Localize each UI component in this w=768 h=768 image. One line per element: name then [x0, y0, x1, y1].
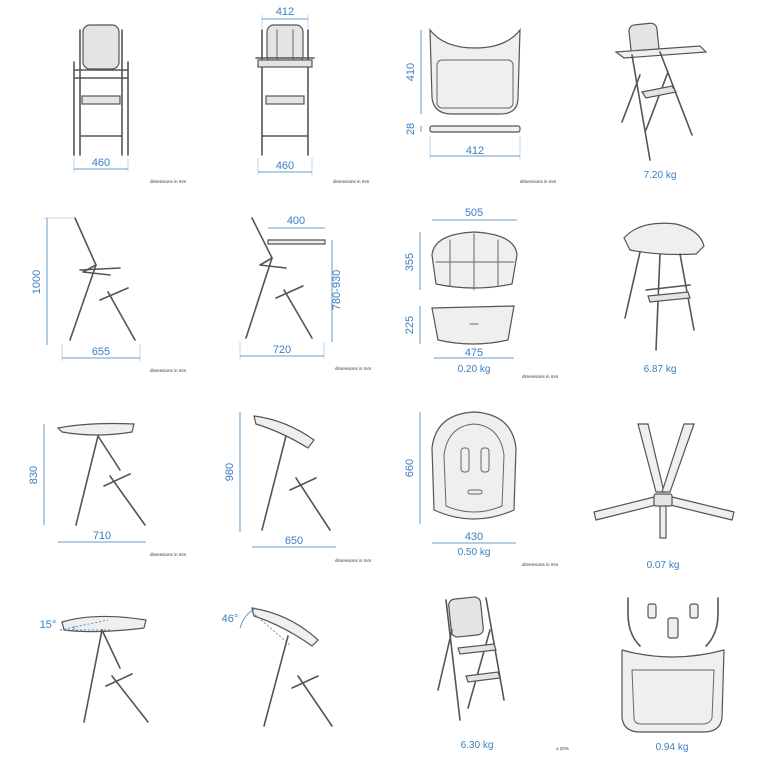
newborn-high-depth: 650: [285, 535, 303, 547]
newborn-high-dimensions: 980 650: [224, 412, 336, 548]
cushion-set: [431, 231, 518, 345]
front-tray-width: 412: [276, 6, 294, 18]
recline-low-view: [61, 615, 149, 723]
newborn-low-dimensions: 830 710: [28, 424, 146, 543]
front-chair-tray-width: 460: [276, 160, 294, 172]
tray-top-view: [429, 28, 521, 133]
recline-low-angle: 15°: [40, 619, 110, 631]
cushion-top-height: 355: [404, 253, 416, 271]
units-note-4: dimensions in mm: [150, 368, 187, 373]
newborn-insert: [253, 415, 315, 449]
side-tray-depth: 720: [273, 344, 291, 356]
cushion-bottom-width: 475: [465, 347, 483, 359]
insert-weight: 0.50 kg: [458, 547, 491, 558]
tray-height-range: 780-930: [331, 270, 343, 310]
foot-rest: [265, 95, 305, 105]
newborn-insert: [623, 222, 705, 256]
units-note-1: dimensions in mm: [150, 179, 187, 184]
insert-dimensions: 660 430: [404, 412, 516, 544]
iso-tray-weight: 7.20 kg: [644, 170, 677, 181]
cushion-weight: 0.20 kg: [458, 364, 491, 375]
tray-parts-weight: 0.94 kg: [656, 742, 689, 753]
iso-chair-weight: 6.30 kg: [461, 740, 494, 751]
tray-height: 410: [405, 63, 417, 81]
insert-width: 430: [465, 531, 483, 543]
newborn-low-height: 830: [28, 466, 40, 484]
front-chair-dimension: 460: [73, 157, 129, 172]
side-tray-dimensions: 400 780-930 720: [239, 215, 343, 359]
iso-newborn-weight: 6.87 kg: [644, 364, 677, 375]
cushion-dimensions: 505 355 225 475: [404, 207, 517, 359]
tray-width: 412: [466, 145, 484, 157]
newborn-low-depth: 710: [93, 530, 111, 542]
front-view-chair-tray: [255, 24, 315, 156]
iso-chair-with-tray: [614, 22, 708, 161]
foot-rest: [81, 95, 121, 105]
buckle: [653, 493, 673, 507]
front-chair-width: 460: [92, 157, 110, 169]
side-chair-depth: 655: [92, 346, 110, 358]
cushion-bottom-height: 225: [404, 316, 416, 334]
recline-high-angle: 46°: [222, 607, 291, 646]
newborn-side-low: [56, 422, 146, 526]
tray: [614, 45, 708, 59]
tray-parts: [621, 597, 725, 733]
seat-back-cushion: [448, 596, 484, 638]
units-note-9: dimensions in mm: [522, 562, 559, 567]
seat-back-cushion: [82, 24, 120, 70]
newborn-insert: [251, 607, 319, 647]
units-note-5: dimensions in mm: [335, 366, 372, 371]
recline-low-angle-label: 15°: [40, 619, 57, 631]
tray-top: [621, 649, 725, 733]
seat-cushion: [431, 305, 515, 345]
harness-weight: 0.07 kg: [647, 560, 680, 571]
units-note-6: dimensions in mm: [522, 374, 559, 379]
insert-height: 660: [404, 459, 416, 477]
tray-reach: 400: [287, 215, 305, 227]
units-note-8: dimensions in mm: [335, 558, 372, 563]
newborn-insert: [61, 615, 147, 633]
tray-side-profile: [429, 125, 521, 133]
front-tray-dimension: 412 460: [257, 6, 313, 175]
units-note-7: dimensions in mm: [150, 552, 187, 557]
tray-edge: [257, 59, 313, 68]
units-note-3: dimensions in mm: [520, 179, 557, 184]
side-view-chair: [69, 217, 136, 341]
side-chair-dimensions: 1000 655: [31, 217, 141, 361]
tray: [267, 239, 326, 245]
harness: [593, 423, 735, 539]
recline-high-angle-label: 46°: [222, 613, 239, 625]
iso-chair: [437, 596, 505, 721]
front-view-chair: [73, 24, 129, 156]
recline-high-view: [251, 607, 333, 727]
side-view-chair-tray: [245, 217, 326, 339]
tolerance-note: ± 20%: [556, 746, 569, 751]
units-note-2: dimensions in mm: [333, 179, 370, 184]
side-chair-height: 1000: [31, 270, 43, 294]
tray-thickness: 28: [405, 123, 417, 135]
newborn-insert: [56, 422, 135, 436]
newborn-side-high: [253, 415, 331, 531]
tray-dimensions: 410 28 412: [405, 30, 521, 159]
iso-chair-newborn-insert: [623, 222, 705, 351]
newborn-high-height: 980: [224, 463, 236, 481]
cushion-top-width: 505: [465, 207, 483, 219]
newborn-insert-front: [431, 411, 517, 520]
